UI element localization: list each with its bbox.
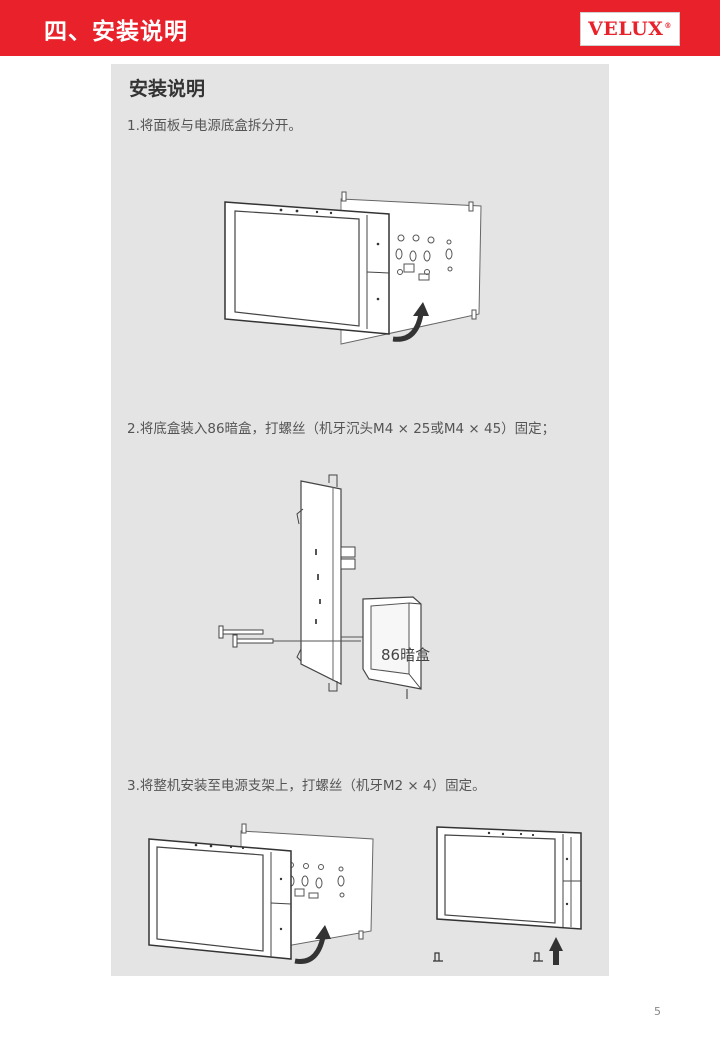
step-1-text: 1.将面板与电源底盒拆分开。: [127, 118, 302, 134]
velux-logo: VELUX®: [580, 12, 680, 46]
section-title: 安装说明: [129, 78, 206, 100]
step-3-illustration-left: [148, 823, 374, 964]
box-label: 86暗盒: [381, 646, 431, 664]
up-arrow-icon: [549, 937, 563, 965]
curved-arrow-icon: [392, 313, 424, 342]
bracket-hook-icon: [341, 191, 347, 202]
page-number: 5: [654, 1005, 661, 1018]
step-3-illustration-right: [433, 826, 582, 965]
step-2-illustration: [218, 474, 422, 699]
logo-text: VELUX: [588, 18, 664, 40]
registered-mark: ®: [664, 20, 672, 30]
bracket-hook-icon: [328, 474, 338, 487]
step-2-text: 2.将底盒装入86暗盒，打螺丝（机牙沉头M4 × 25或M4 × 45）固定；: [127, 421, 556, 437]
page-title: 四、安装说明: [44, 19, 188, 45]
curved-arrow-icon: [294, 936, 326, 964]
screw-icon: [218, 625, 274, 648]
installation-panel: 安装说明 1.将面板与电源底盒拆分开。 2.将底盒装入86暗盒，打螺丝（机牙沉头…: [111, 64, 609, 976]
step-3-text: 3.将整机安装至电源支架上，打螺丝（机牙M2 × 4）固定。: [127, 778, 486, 794]
step-1-illustration: [224, 191, 482, 345]
header-bar: 四、安装说明 VELUX®: [0, 0, 720, 56]
